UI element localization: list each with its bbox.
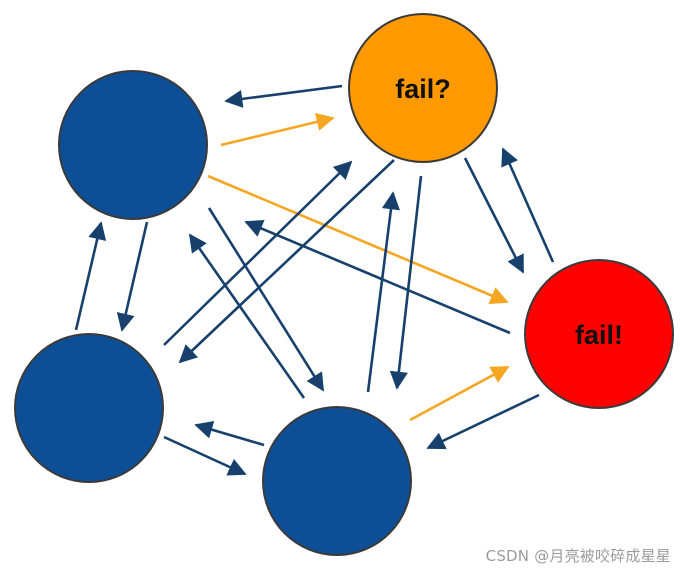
arrow-tl-to-bc (207, 207, 325, 392)
arrow-bc-to-tl (188, 233, 306, 399)
arrow-suspect-to-bc (389, 175, 423, 390)
nodes: fail? fail! (14, 13, 674, 556)
arrow-confirmed-to-suspect (501, 147, 555, 263)
arrow-confirmed-to-tl (244, 219, 511, 335)
arrow-bc-to-lb (194, 420, 265, 447)
arrow-confirmed-to-bc (426, 393, 540, 450)
arrow-tl-to-confirmed (207, 174, 509, 305)
node-left-bottom (14, 333, 164, 483)
arrow-lb-to-suspect (163, 160, 353, 346)
arrows (74, 84, 555, 476)
arrow-suspect-to-confirmed (463, 157, 525, 274)
node-fail-suspect-label: fail? (395, 74, 451, 104)
arrow-bc-to-suspect (366, 191, 400, 393)
arrow-bc-to-confirmed (409, 365, 510, 422)
arrow-suspect-to-lb (178, 159, 395, 364)
arrow-lb-to-tl (74, 221, 107, 331)
node-fail-confirmed-label: fail! (575, 320, 623, 350)
arrow-tl-to-suspect (220, 112, 335, 147)
watermark-text: CSDN @月亮被咬碎成星星 (485, 547, 671, 565)
arrow-tl-to-lb (116, 221, 149, 332)
node-bottom-center (262, 406, 412, 556)
arrow-suspect-to-tl (224, 84, 343, 108)
arrow-lb-to-bc (163, 435, 247, 476)
node-top-left (58, 70, 208, 220)
node-fail-suspect (348, 13, 498, 163)
node-fail-confirmed (524, 259, 674, 409)
